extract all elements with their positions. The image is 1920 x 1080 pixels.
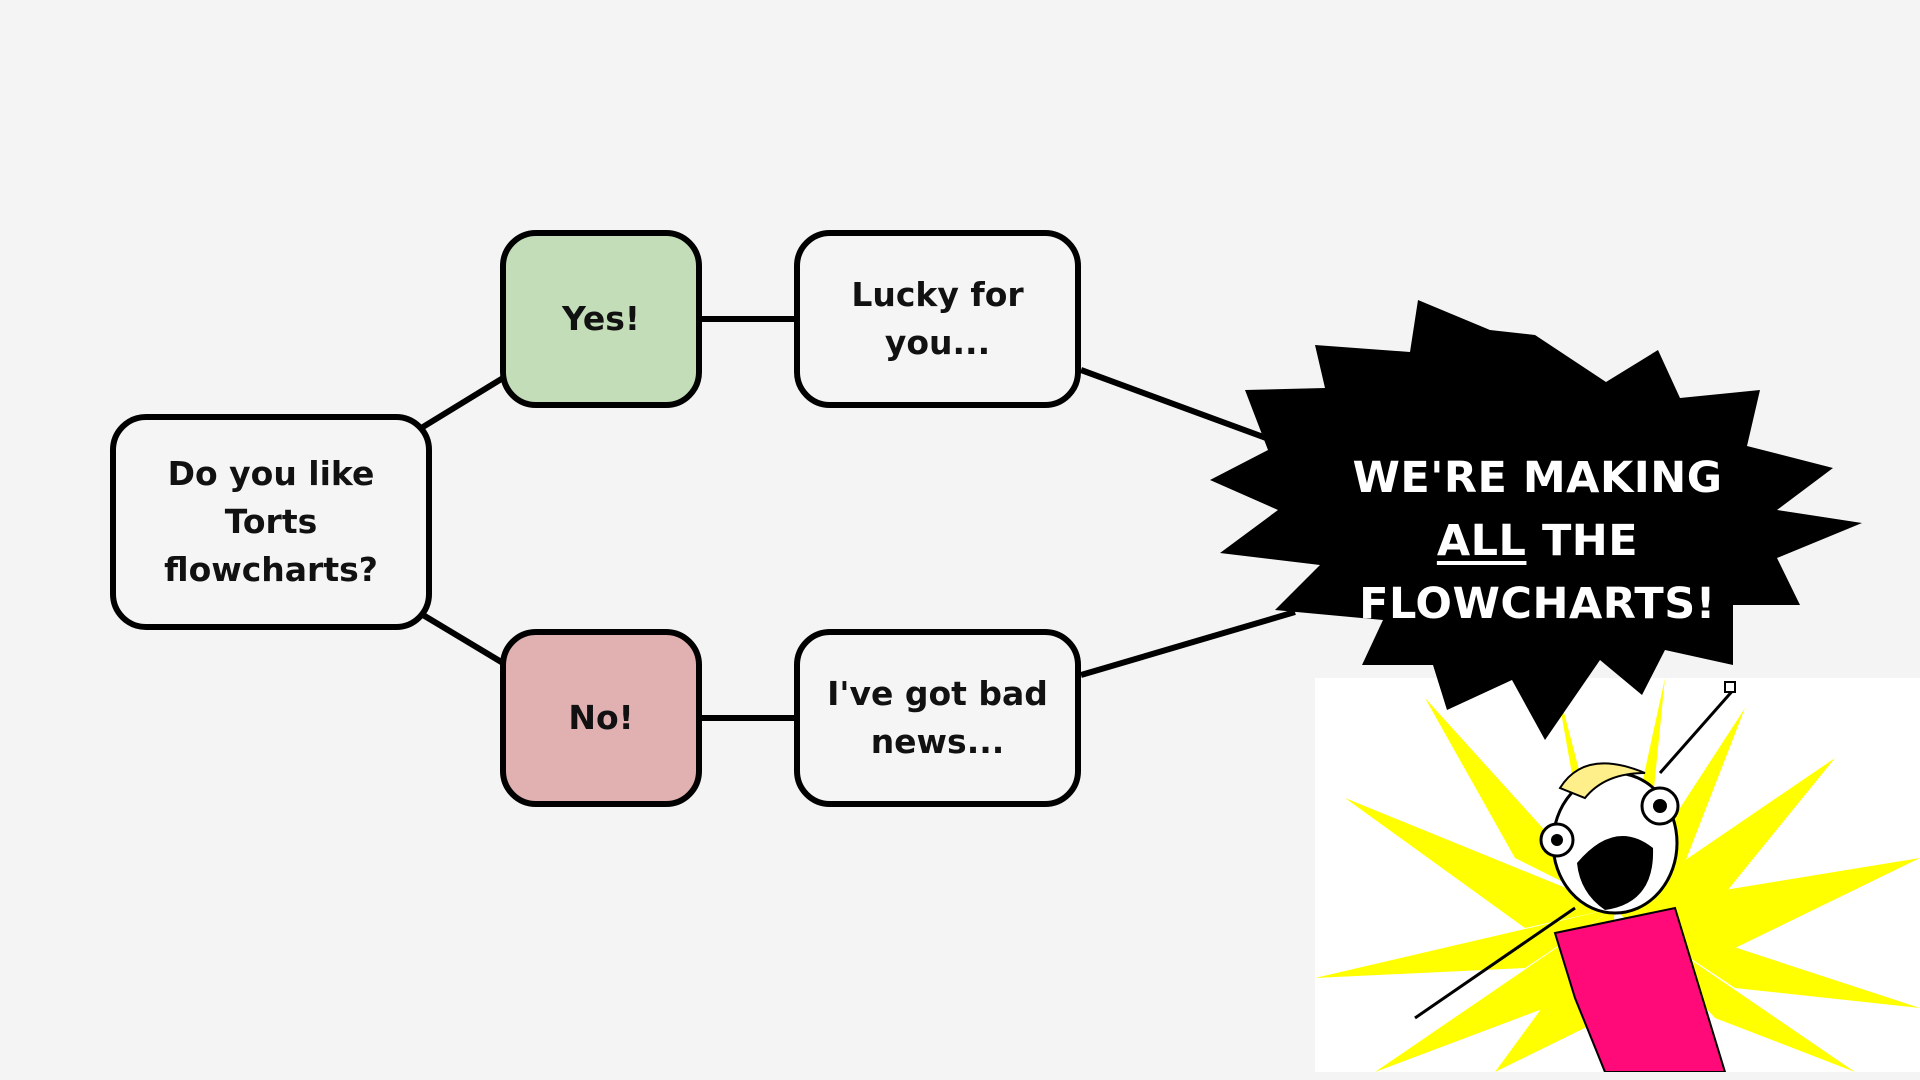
pointing-arm — [1414, 906, 1576, 1020]
edge-lucky-burst — [1079, 367, 1287, 448]
burst-line-2-rest: THE — [1541, 516, 1639, 566]
edge-question-no — [416, 609, 505, 666]
burst-line-1: WE'RE MAKING — [1352, 453, 1723, 503]
yes-label: Yes! — [562, 299, 640, 338]
burst-line-2: ALL THE — [1315, 510, 1760, 573]
pink-shirt — [1553, 906, 1727, 1072]
bad-news-line-2: news... — [870, 722, 1005, 761]
yes-node: Yes! — [500, 230, 702, 408]
burst-line-3: FLOWCHARTS! — [1359, 579, 1716, 629]
burst-text: WE'RE MAKING ALL THE FLOWCHARTS! — [1315, 447, 1760, 636]
meme-pupil-left — [1551, 834, 1563, 846]
no-node: No! — [500, 629, 702, 807]
no-label: No! — [568, 698, 634, 737]
lucky-node: Lucky for you... — [794, 230, 1081, 408]
question-node: Do you like Torts flowcharts? — [110, 414, 432, 630]
all-the-things-meme-icon — [1315, 678, 1920, 1072]
question-line-2: flowcharts? — [164, 550, 378, 589]
meme-mouth — [1577, 836, 1654, 910]
edge-bad-burst — [1080, 609, 1296, 678]
raised-flag — [1724, 681, 1736, 693]
edge-question-yes — [416, 375, 505, 433]
bad-news-node: I've got bad news... — [794, 629, 1081, 807]
burst-underlined-word: ALL — [1436, 516, 1527, 566]
bad-news-line-1: I've got bad — [827, 674, 1048, 713]
question-line-1: Do you like Torts — [167, 454, 375, 541]
meme-pupil-right — [1653, 799, 1667, 813]
lucky-label: Lucky for you... — [851, 275, 1024, 362]
meme-hair — [1558, 762, 1646, 800]
